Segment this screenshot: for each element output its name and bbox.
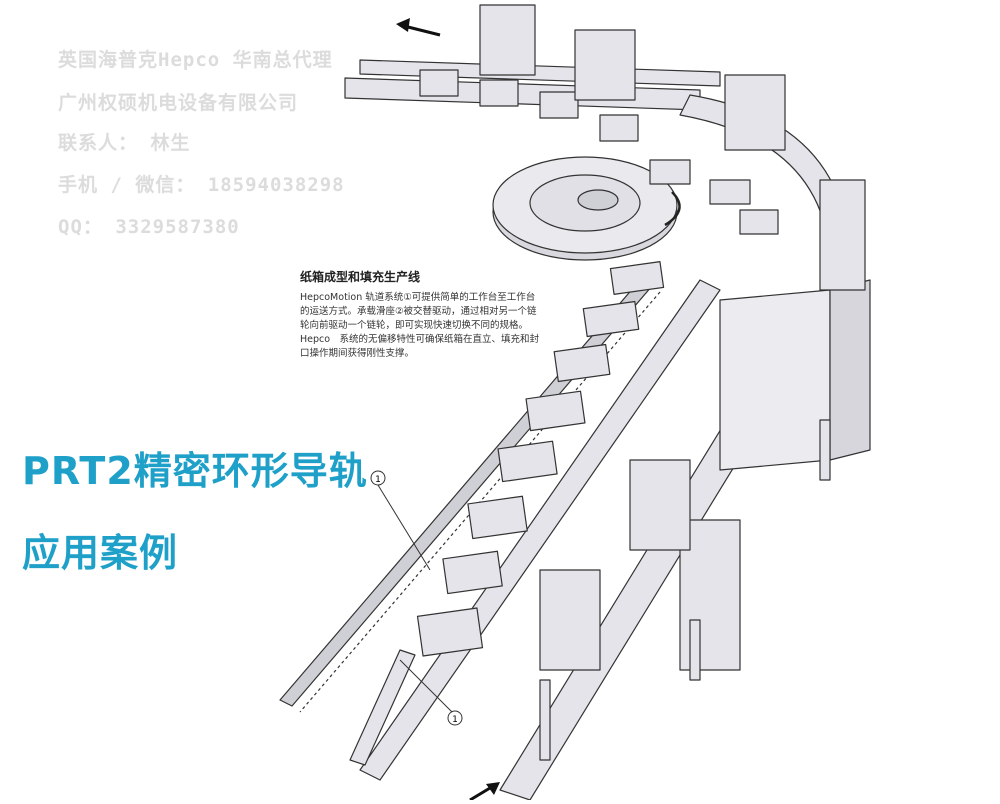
headline-product: PRT2精密环形导轨 bbox=[22, 449, 368, 493]
carton-2 bbox=[574, 29, 636, 101]
rotation-arrow bbox=[664, 191, 681, 227]
callout-circle-2 bbox=[447, 710, 463, 726]
bottom-rail bbox=[349, 649, 416, 766]
headline-case: 应用案例 bbox=[22, 531, 179, 575]
forming-station bbox=[629, 459, 691, 551]
watermark-line-4: 手机 / 微信： 18594038298 bbox=[58, 174, 345, 196]
machine-frame-side bbox=[829, 279, 871, 461]
callout-number-1: 1 bbox=[375, 475, 381, 485]
callout-number-2: 1 bbox=[452, 715, 458, 725]
description-block: 纸箱成型和填充生产线 HepcoMotion 轨道系统①可提供简单的工作台至工作… bbox=[300, 268, 540, 361]
arrow-top-head bbox=[396, 18, 410, 32]
callout-line-1 bbox=[377, 484, 431, 571]
leg-3 bbox=[539, 679, 551, 761]
carton-1 bbox=[479, 4, 536, 76]
watermark-line-2: 广州权硕机电设备有限公司 bbox=[58, 92, 299, 114]
description-title: 纸箱成型和填充生产线 bbox=[300, 270, 421, 284]
arrow-bottom-head bbox=[486, 782, 500, 795]
callout-line-2 bbox=[399, 659, 453, 713]
carton-3 bbox=[724, 74, 786, 151]
filling-station bbox=[539, 569, 601, 671]
left-rail bbox=[359, 279, 721, 781]
machine-frame bbox=[719, 289, 831, 471]
upper-station bbox=[819, 179, 866, 291]
watermark-line-5: QQ： 3329587380 bbox=[58, 216, 240, 238]
description-body: HepcoMotion 轨道系统①可提供简单的工作台至工作台的运送方式。承载滑座… bbox=[300, 292, 540, 359]
watermark-line-3: 联系人： 林生 bbox=[58, 132, 191, 154]
watermark-line-1: 英国海普克Hepco 华南总代理 bbox=[58, 49, 333, 71]
leg-1 bbox=[689, 619, 701, 681]
sprocket-hub bbox=[577, 189, 619, 211]
leg-2 bbox=[819, 419, 831, 481]
carriages bbox=[416, 69, 779, 657]
callout-circle-1 bbox=[370, 470, 386, 486]
